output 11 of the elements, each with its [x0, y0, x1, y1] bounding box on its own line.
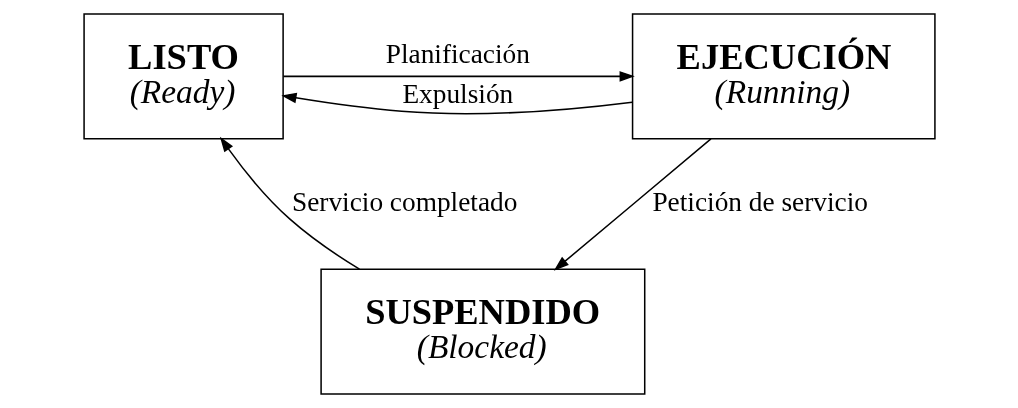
edge-label: Planificación [385, 39, 530, 70]
arrow [280, 92, 633, 115]
edge-label: Servicio completado [291, 186, 517, 217]
node-box: SUSPENDIDO (Blocked) [319, 268, 645, 395]
edge-label: Petición de servicio [651, 186, 868, 217]
arrow [219, 136, 360, 270]
edge-label: Expulsión [401, 78, 513, 109]
arrow [282, 71, 635, 82]
node-box: LISTO (Ready) [82, 13, 284, 140]
arrow [553, 138, 712, 271]
node-box: EJECUCIÓN (Running) [631, 13, 936, 140]
